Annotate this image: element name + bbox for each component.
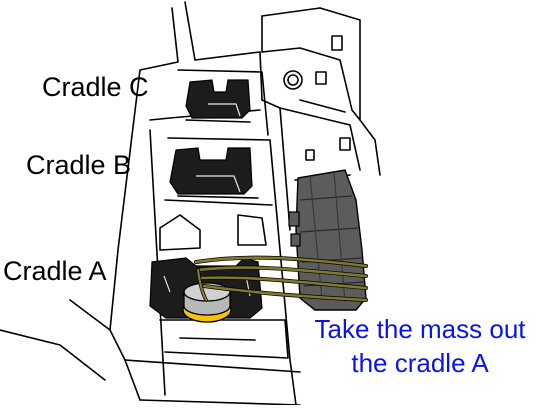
connector-block [288,169,367,311]
instruction-line-2: the cradle A [351,348,489,378]
instruction-text: Take the mass out the cradle A [300,312,540,380]
cradle-c-label: Cradle C [42,72,149,102]
cradle-a-label: Cradle A [3,256,107,286]
cable-bundle [194,255,368,302]
tray-walls [159,69,289,359]
panel-features [283,35,351,181]
cradle-c [185,79,251,119]
cradle-b [169,147,253,195]
cradle-b-label: Cradle B [26,150,132,180]
instruction-line-1: Take the mass out [314,314,526,344]
